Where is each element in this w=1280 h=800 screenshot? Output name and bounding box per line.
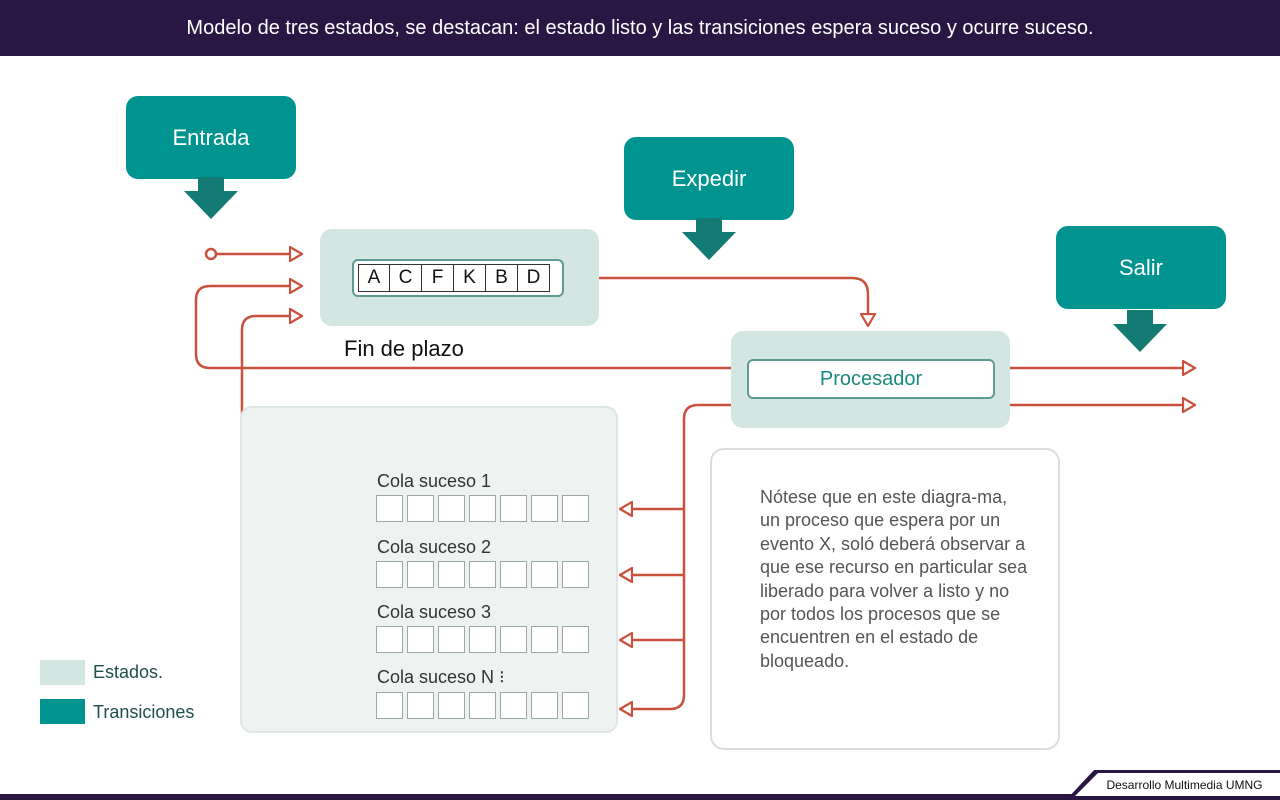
header-title: Modelo de tres estados, se destacan: el …	[0, 0, 1280, 56]
expedir-down-arrow-icon	[682, 218, 736, 260]
salir-down-arrow-icon	[1113, 310, 1167, 352]
procesador-label: Procesador	[747, 359, 995, 399]
entrada-down-arrow-icon	[184, 177, 238, 219]
note-box: Nótese que en este diagra-ma, un proceso…	[710, 448, 1060, 750]
legend-transitions-swatch	[40, 699, 85, 724]
queue-cell: D	[518, 264, 550, 292]
expedir-transition: Expedir	[624, 137, 794, 220]
event-queue-n	[376, 692, 589, 719]
queue-cell: K	[454, 264, 486, 292]
queue-cell: B	[486, 264, 518, 292]
footer-bar	[0, 794, 1280, 800]
dispatch-arrow	[599, 276, 868, 326]
salir-transition: Salir	[1056, 226, 1226, 309]
footer-credit: Desarrollo Multimedia UMNG	[1075, 773, 1280, 796]
event-wait-trunk	[620, 403, 731, 709]
legend-states-label: Estados.	[93, 662, 164, 682]
entry-point	[204, 247, 218, 261]
queue-cell: A	[358, 264, 390, 292]
queue-cell: C	[390, 264, 422, 292]
entrada-transition: Entrada	[126, 96, 296, 179]
legend-states-swatch	[40, 660, 85, 685]
queue-cell: F	[422, 264, 454, 292]
event-occurs-arrow	[240, 316, 302, 706]
note-text: Nótese que en este diagra-ma, un proceso…	[760, 487, 1028, 671]
event-queue-3	[376, 626, 589, 653]
event-queue-2	[376, 561, 589, 588]
queue-label: Cola suceso 2	[377, 537, 492, 557]
event-queue-1	[376, 495, 589, 522]
queue-label: Cola suceso N ⁝	[377, 667, 505, 687]
queue-label: Cola suceso 1	[377, 471, 492, 491]
listo-queue: A C F K B D	[352, 259, 564, 297]
queue-label: Cola suceso 3	[377, 602, 492, 622]
timeout-label: Fin de plazo	[344, 336, 464, 361]
timeout-arrow	[194, 286, 731, 370]
legend-transitions-label: Transiciones	[93, 702, 195, 722]
